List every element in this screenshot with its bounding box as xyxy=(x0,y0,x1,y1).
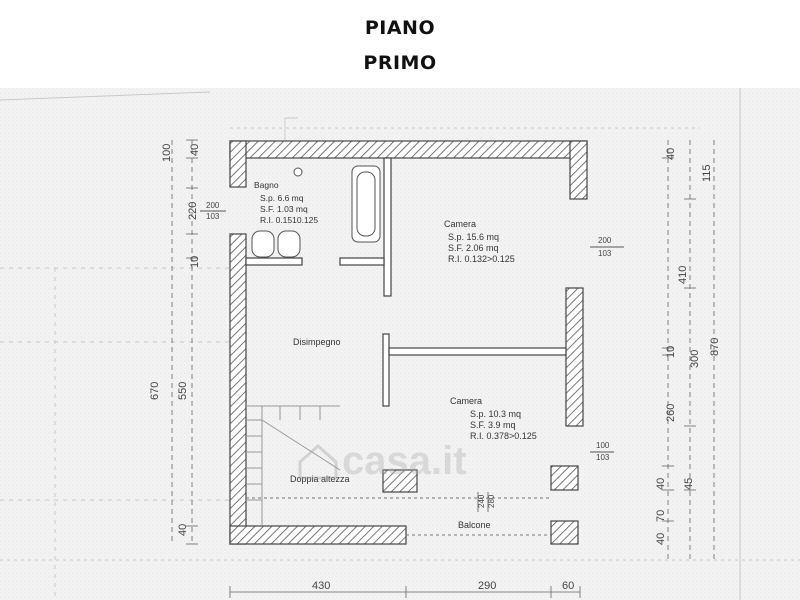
room-disimpegno: Disimpegno xyxy=(293,337,341,347)
dim-right-45: 45 xyxy=(683,478,695,490)
dim-right-70: 70 xyxy=(655,510,667,522)
bottom-dimension-lines xyxy=(229,586,581,598)
camera2-ri: R.I. 0.378>0.125 xyxy=(470,431,537,441)
dim-right-40b: 40 xyxy=(655,478,667,490)
dim-bottom-430: 430 xyxy=(312,580,330,592)
header-title-line1: PIANO xyxy=(364,17,436,39)
bottom-dimensions: 430 290 60 xyxy=(312,580,574,592)
paper-background xyxy=(0,88,800,600)
balcone-name: Balcone xyxy=(458,520,491,530)
camera1-window-bottom: 103 xyxy=(598,249,612,258)
dim-right-115: 115 xyxy=(701,164,713,182)
dim-bottom-60: 60 xyxy=(562,580,574,592)
bagno-sf: S.F. 1.03 mq xyxy=(260,204,308,214)
window-marks xyxy=(200,210,624,453)
bathroom-fixtures xyxy=(251,165,381,258)
dim-right-410: 410 xyxy=(677,266,689,284)
balcony-lines xyxy=(246,492,551,536)
camera2-window-top: 100 xyxy=(596,441,610,450)
right-dimension-lines xyxy=(662,140,715,560)
bagno-sp: S.p. 6.6 mq xyxy=(260,193,304,203)
camera1-sf: S.F. 2.06 mq xyxy=(448,243,499,253)
page-header: PIANO PRIMO xyxy=(0,0,800,88)
dim-left-550: 550 xyxy=(177,382,189,400)
bagno-ri: R.I. 0.1510.125 xyxy=(260,215,318,225)
right-dimensions: 40 410 10 260 40 70 40 115 300 45 870 xyxy=(655,148,721,545)
dim-bottom-290: 290 xyxy=(478,580,496,592)
dim-right-40c: 40 xyxy=(655,533,667,545)
dim-right-10: 10 xyxy=(665,346,677,358)
bagno-name: Bagno xyxy=(254,180,279,190)
dim-right-870: 870 xyxy=(709,338,721,356)
exterior-walls xyxy=(229,140,588,545)
room-balcone: Balcone xyxy=(458,520,491,530)
door-label-bottom: 240 xyxy=(477,494,486,508)
camera1-sp: S.p. 15.6 mq xyxy=(448,232,499,242)
dim-left-100: 100 xyxy=(161,144,173,162)
door-label-top: 280 xyxy=(487,494,496,508)
watermark-text: casa.it xyxy=(342,439,467,483)
dim-right-260: 260 xyxy=(665,404,677,422)
left-dimensions: 100 40 220 10 670 550 40 xyxy=(149,144,201,536)
room-doppia-altezza: Doppia altezza xyxy=(290,474,350,484)
camera2-sf: S.F. 3.9 mq xyxy=(470,420,516,430)
camera2-name: Camera xyxy=(450,396,482,406)
room-camera-1: Camera S.p. 15.6 mq S.F. 2.06 mq R.I. 0.… xyxy=(444,219,515,264)
dim-left-40: 40 xyxy=(189,144,201,156)
camera1-window-top: 200 xyxy=(598,236,612,245)
disimpegno-name: Disimpegno xyxy=(293,337,341,347)
camera2-window-bottom: 103 xyxy=(596,453,610,462)
camera1-ri: R.I. 0.132>0.125 xyxy=(448,254,515,264)
dim-right-300: 300 xyxy=(689,350,701,368)
camera2-sp: S.p. 10.3 mq xyxy=(470,409,521,419)
bagno-window-bottom: 103 xyxy=(206,212,220,221)
left-dimension-lines xyxy=(171,139,198,545)
room-bagno: Bagno S.p. 6.6 mq S.F. 1.03 mq R.I. 0.15… xyxy=(254,180,318,225)
staircase xyxy=(246,405,341,526)
camera1-name: Camera xyxy=(444,219,476,229)
watermark: casa.it xyxy=(298,439,467,483)
room-camera-2: Camera S.p. 10.3 mq S.F. 3.9 mq R.I. 0.3… xyxy=(450,396,537,441)
interior-walls xyxy=(245,157,567,407)
doppia-name: Doppia altezza xyxy=(290,474,350,484)
dim-right-40: 40 xyxy=(665,148,677,160)
floor-plan: Bagno S.p. 6.6 mq S.F. 1.03 mq R.I. 0.15… xyxy=(0,88,800,600)
dim-left-670: 670 xyxy=(149,382,161,400)
bagno-window-top: 200 xyxy=(206,201,220,210)
dim-left-40b: 40 xyxy=(177,524,189,536)
window-labels: 200 103 200 103 100 103 280 240 xyxy=(206,201,612,508)
dim-left-220: 220 xyxy=(187,202,199,220)
header-title-line2: PRIMO xyxy=(363,52,437,74)
dim-left-10: 10 xyxy=(189,256,201,268)
